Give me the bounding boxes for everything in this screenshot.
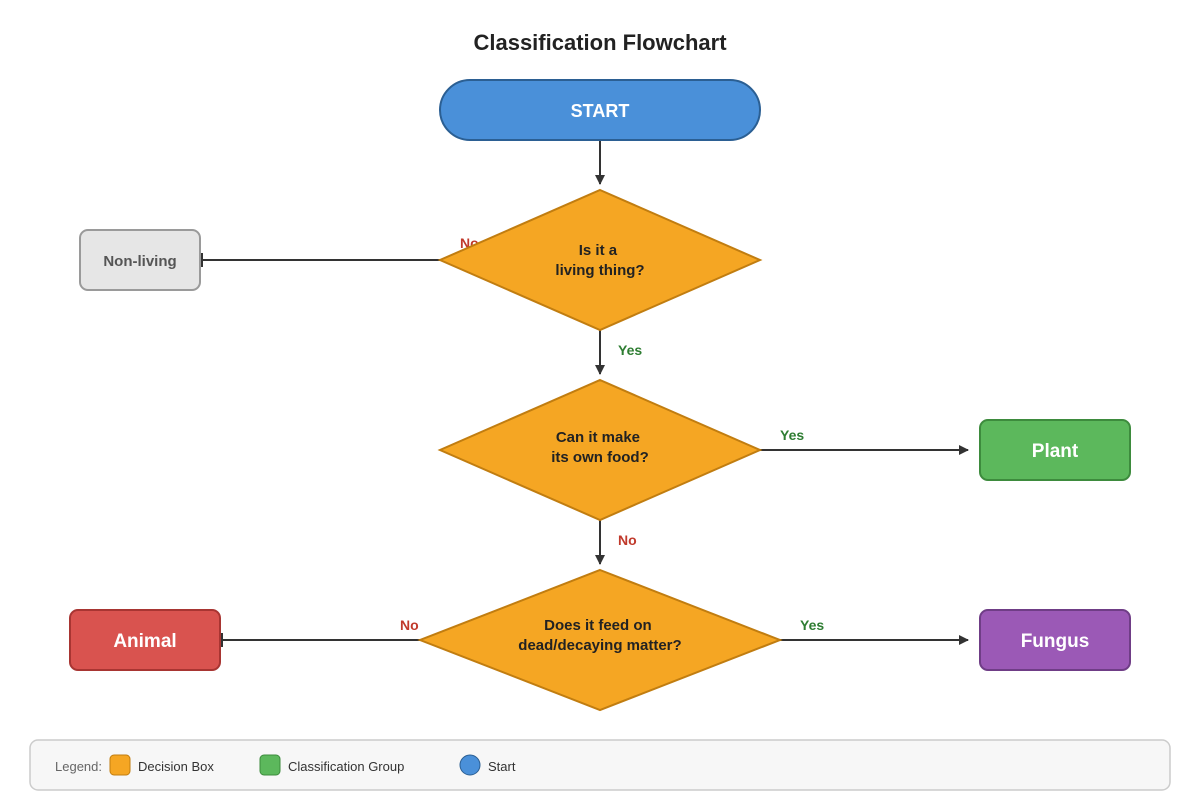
decision-own-food-line-2: its own food? bbox=[551, 449, 648, 466]
svg-text:Does it feed on dead/dec: Does it feed on dead/decaying matter? bbox=[518, 617, 681, 654]
start-node: START bbox=[439, 79, 761, 141]
nonliving-node-label: Non-living bbox=[103, 253, 176, 270]
legend-item-decision-box: Decision Box bbox=[138, 759, 214, 774]
edge-label-q1-yes: Yes bbox=[618, 342, 642, 358]
svg-text:Is it a living thing?: Is it a living thing? bbox=[555, 242, 644, 279]
decision-decaying-matter: Does it feed on dead/decaying matter? bbox=[417, 568, 783, 712]
plant-node-label: Plant bbox=[1032, 441, 1079, 462]
fungus-node-label: Fungus bbox=[1021, 631, 1090, 652]
start-node-label: START bbox=[571, 101, 630, 121]
animal-node: Animal bbox=[69, 609, 221, 671]
decision-own-food: Can it make its own food? bbox=[437, 378, 763, 522]
svg-text:Can it make its own food: Can it make its own food? bbox=[551, 429, 648, 466]
decision-swatch-icon bbox=[109, 754, 131, 776]
fungus-node: Fungus bbox=[979, 609, 1131, 671]
decision-living-thing-line-1: Is it a bbox=[579, 242, 618, 259]
nonliving-node: Non-living bbox=[79, 229, 201, 291]
decision-living-thing: Is it a living thing? bbox=[437, 188, 763, 332]
animal-node-label: Animal bbox=[113, 631, 176, 652]
legend: Legend: Decision Box Classification Grou… bbox=[29, 739, 1171, 791]
page-title: Classification Flowchart bbox=[473, 30, 727, 55]
start-circle-icon bbox=[459, 754, 481, 776]
plant-node: Plant bbox=[979, 419, 1131, 481]
edge-label-q3-no: No bbox=[400, 617, 419, 633]
edge-label-q2-no: No bbox=[618, 532, 637, 548]
decision-decaying-matter-line-1: Does it feed on bbox=[544, 617, 652, 634]
decision-own-food-line-1: Can it make bbox=[556, 429, 640, 446]
decision-living-thing-line-2: living thing? bbox=[555, 262, 644, 279]
classification-swatch-icon bbox=[259, 754, 281, 776]
edge-label-q2-yes: Yes bbox=[780, 427, 804, 443]
edge-label-q3-yes: Yes bbox=[800, 617, 824, 633]
legend-item-start: Start bbox=[488, 759, 516, 774]
legend-title: Legend: bbox=[55, 759, 102, 774]
decision-decaying-matter-line-2: dead/decaying matter? bbox=[518, 637, 681, 654]
legend-item-classification-group: Classification Group bbox=[288, 759, 404, 774]
